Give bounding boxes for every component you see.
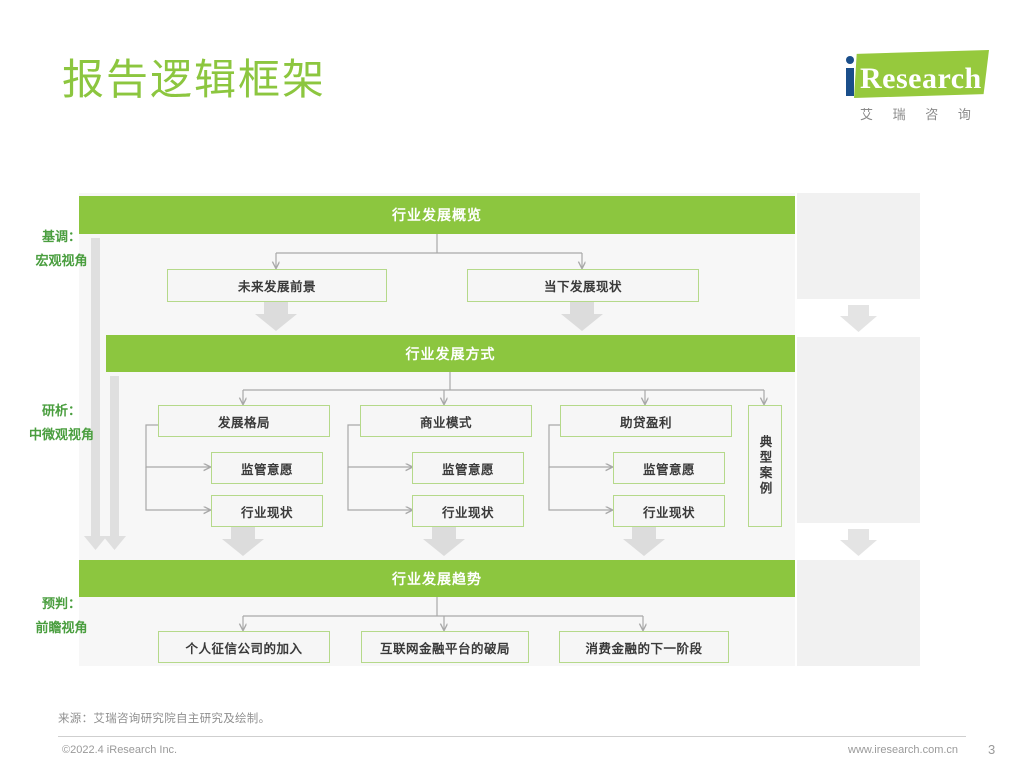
- section-header-2[interactable]: 行业发展方式: [106, 335, 795, 372]
- side-label-1-line2: 宏观视角: [35, 253, 88, 268]
- box-credit-companies-entry[interactable]: 个人征信公司的加入: [158, 631, 330, 663]
- box-industry-status-2[interactable]: 行业现状: [412, 495, 524, 527]
- box-business-model[interactable]: 商业模式: [360, 405, 532, 437]
- box-current-status[interactable]: 当下发展现状: [467, 269, 699, 302]
- iresearch-logo: Research 艾 瑞 咨 询: [832, 48, 992, 132]
- logo-i-stem-icon: [846, 68, 854, 96]
- side-label-2-line1: 研析：: [41, 403, 81, 418]
- copyright-text: ©2022.4 iResearch Inc.: [62, 744, 178, 756]
- section-header-1[interactable]: 行业发展概览: [79, 196, 795, 234]
- box-industry-status-3[interactable]: 行业现状: [613, 495, 725, 527]
- website-url[interactable]: www.iresearch.com.cn: [848, 744, 959, 756]
- section-header-3[interactable]: 行业发展趋势: [79, 560, 795, 597]
- box-typical-cases[interactable]: 典型案例: [748, 405, 782, 527]
- box-regulatory-intent-3[interactable]: 监管意愿: [613, 452, 725, 484]
- box-development-landscape[interactable]: 发展格局: [158, 405, 330, 437]
- side-panel-1: [797, 193, 920, 299]
- box-internet-finance-breakthrough[interactable]: 互联网金融平台的破局: [361, 631, 529, 663]
- source-note: 来源：艾瑞咨询研究院自主研究及绘制。: [58, 713, 271, 725]
- page-number: 3: [988, 742, 996, 757]
- box-consumer-finance-next-stage[interactable]: 消费金融的下一阶段: [559, 631, 729, 663]
- box-industry-status-1[interactable]: 行业现状: [211, 495, 323, 527]
- logo-parallelogram-icon: [854, 50, 989, 98]
- side-panel-2: [797, 337, 920, 523]
- side-label-1-line1: 基调：: [41, 229, 81, 244]
- page-title: 报告逻辑框架: [62, 56, 327, 103]
- footer-divider: [58, 736, 966, 737]
- box-regulatory-intent-1[interactable]: 监管意愿: [211, 452, 323, 484]
- logo-chinese-name: 艾 瑞 咨 询: [860, 107, 979, 122]
- box-typical-cases-label: 典型案例: [757, 435, 772, 497]
- logo-i-dot-icon: [846, 56, 854, 64]
- side-label-3-line2: 前瞻视角: [35, 620, 88, 635]
- side-panel-3: [797, 560, 920, 666]
- box-loan-facilitation-profit[interactable]: 助贷盈利: [560, 405, 732, 437]
- logo-wordmark: Research: [860, 62, 982, 95]
- side-label-2-line2: 中微观视角: [28, 427, 94, 442]
- side-label-3-line1: 预判：: [41, 596, 81, 611]
- box-regulatory-intent-2[interactable]: 监管意愿: [412, 452, 524, 484]
- box-future-prospects[interactable]: 未来发展前景: [167, 269, 387, 302]
